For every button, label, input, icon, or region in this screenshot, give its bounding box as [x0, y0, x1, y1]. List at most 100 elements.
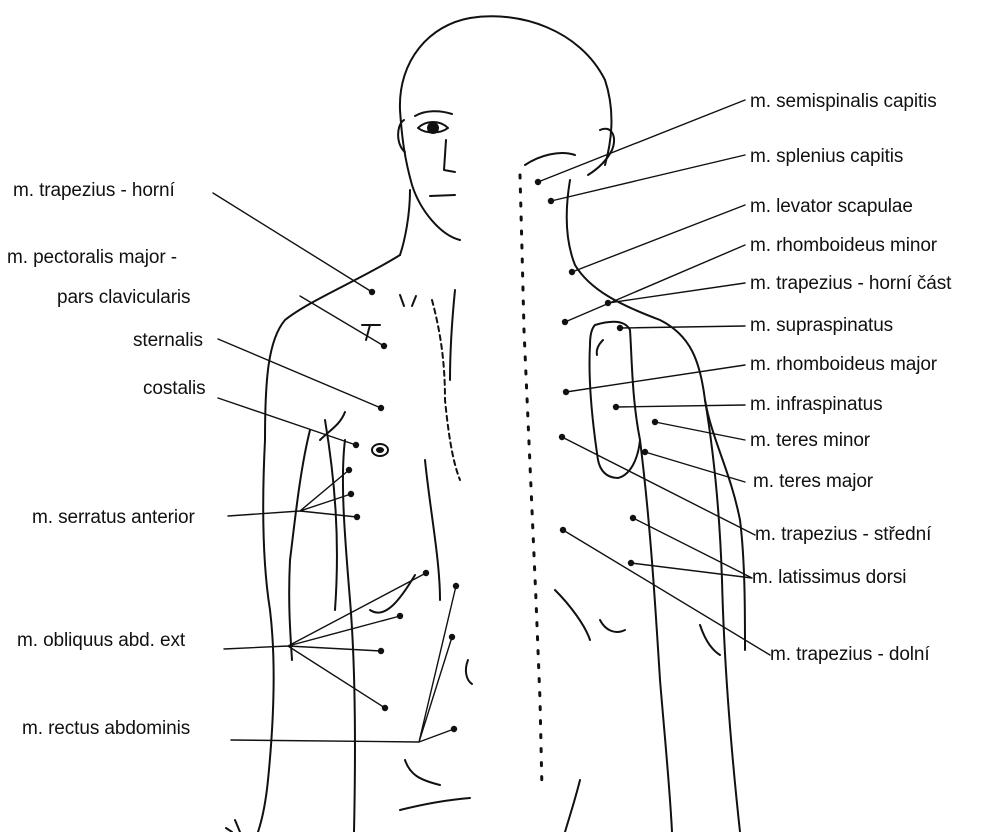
point-teres-major: [642, 449, 648, 455]
point-serratus-3: [354, 514, 360, 520]
front-figure: [226, 18, 472, 832]
point-obliquus-3: [378, 648, 384, 654]
leader-trapezius-middle: [562, 437, 755, 535]
leader-trapezius-upper: [213, 193, 372, 292]
point-trapezius-middle: [559, 434, 565, 440]
front-sternum-line: [432, 300, 460, 480]
point-sternalis: [378, 405, 384, 411]
point-levator: [569, 269, 575, 275]
leader-teres-major: [645, 452, 745, 482]
point-rectus-2: [449, 634, 455, 640]
label-costalis: costalis: [143, 378, 206, 400]
front-pelvis-line: [405, 760, 440, 785]
front-eyebrow: [415, 111, 452, 116]
label-obliquus: m. obliquus abd. ext: [17, 630, 185, 652]
front-torso-side: [343, 440, 355, 832]
point-trapezius-lower: [560, 527, 566, 533]
label-semispinalis: m. semispinalis capitis: [750, 91, 937, 113]
front-hand-mark: [226, 820, 240, 832]
point-obliquus-1: [423, 570, 429, 576]
point-serratus-1: [346, 467, 352, 473]
leader-rhomboideus-major: [566, 365, 745, 392]
point-trapezius-upper: [369, 289, 375, 295]
point-splenius: [548, 198, 554, 204]
leader-splenius: [551, 155, 745, 201]
leader-supraspinatus: [620, 326, 745, 328]
back-flank-line: [640, 440, 672, 832]
front-mouth: [430, 195, 455, 196]
point-latissimus-2: [628, 560, 634, 566]
point-rectus-3: [451, 726, 457, 732]
label-splenius: m. splenius capitis: [750, 146, 903, 168]
front-sternal-notch: [400, 295, 416, 306]
label-pectoralis-major: m. pectoralis major -: [7, 247, 177, 269]
back-dimple-mark: [600, 620, 625, 632]
leader-trapezius-upper-part: [608, 283, 745, 303]
point-latissimus-1: [630, 515, 636, 521]
label-trapezius-middle: m. trapezius - střední: [755, 524, 931, 546]
leader-trapezius-lower: [563, 530, 770, 655]
label-rhomboideus-minor: m. rhomboideus minor: [750, 235, 937, 257]
label-teres-minor: m. teres minor: [750, 430, 870, 452]
back-head-outline: [470, 16, 611, 165]
point-rhomboideus-minor: [562, 319, 568, 325]
label-pars-clavicularis: pars clavicularis: [57, 287, 190, 309]
back-figure: [470, 16, 745, 832]
point-trapezius-upper-part: [605, 300, 611, 306]
front-groin-line: [400, 798, 470, 810]
point-supraspinatus: [617, 325, 623, 331]
front-leader-lines: [213, 193, 456, 742]
label-rectus: m. rectus abdominis: [22, 718, 190, 740]
label-latissimus: m. latissimus dorsi: [752, 567, 906, 589]
point-semispinalis: [535, 179, 541, 185]
leader-semispinalis: [538, 100, 745, 182]
back-neck-shoulder-arm: [567, 180, 740, 832]
label-supraspinatus: m. supraspinatus: [750, 315, 893, 337]
point-teres-minor: [652, 419, 658, 425]
label-trapezius-lower: m. trapezius - dolní: [770, 644, 930, 666]
label-teres-major: m. teres major: [753, 471, 873, 493]
spine-vertebrae: [520, 175, 542, 790]
back-elbow-mark: [700, 625, 720, 655]
point-serratus-2: [348, 491, 354, 497]
point-infraspinatus: [613, 404, 619, 410]
leader-rectus: [231, 586, 456, 742]
label-infraspinatus: m. infraspinatus: [750, 394, 883, 416]
back-scapula-mark: [597, 340, 603, 355]
back-leader-lines: [538, 100, 770, 655]
trigger-points: [346, 179, 658, 732]
point-obliquus-2: [397, 613, 403, 619]
back-lower-mark: [555, 590, 590, 640]
leader-sternalis: [218, 339, 381, 408]
front-arm-outer: [258, 255, 400, 832]
label-sternalis: sternalis: [133, 330, 203, 352]
label-trapezius-upper: m. trapezius - horní: [13, 180, 175, 202]
label-levator: m. levator scapulae: [750, 196, 913, 218]
front-navel: [466, 660, 472, 684]
front-ribcage-edge: [425, 460, 440, 600]
label-serratus-anterior: m. serratus anterior: [32, 507, 195, 529]
front-hip-line: [370, 575, 415, 613]
point-rhomboideus-major: [563, 389, 569, 395]
back-hairline: [525, 153, 575, 165]
back-hip-line: [565, 780, 580, 832]
leader-teres-minor: [655, 422, 745, 440]
leader-serratus-anterior: [228, 470, 357, 517]
point-obliquus-4: [382, 705, 388, 711]
front-neck-line: [400, 190, 410, 255]
point-pars-clavicularis: [381, 343, 387, 349]
point-costalis: [353, 442, 359, 448]
front-nose: [444, 140, 455, 172]
front-midline: [450, 290, 455, 380]
front-pupil: [428, 123, 438, 133]
point-rectus-1: [453, 583, 459, 589]
label-rhomboideus-major: m. rhomboideus major: [750, 354, 937, 376]
label-trapezius-upper-part: m. trapezius - horní část: [750, 273, 951, 295]
leader-obliquus: [224, 573, 426, 708]
front-arm-inner: [289, 430, 310, 660]
front-armpit: [320, 412, 345, 440]
leader-levator: [572, 205, 745, 272]
leader-costalis: [218, 398, 356, 445]
